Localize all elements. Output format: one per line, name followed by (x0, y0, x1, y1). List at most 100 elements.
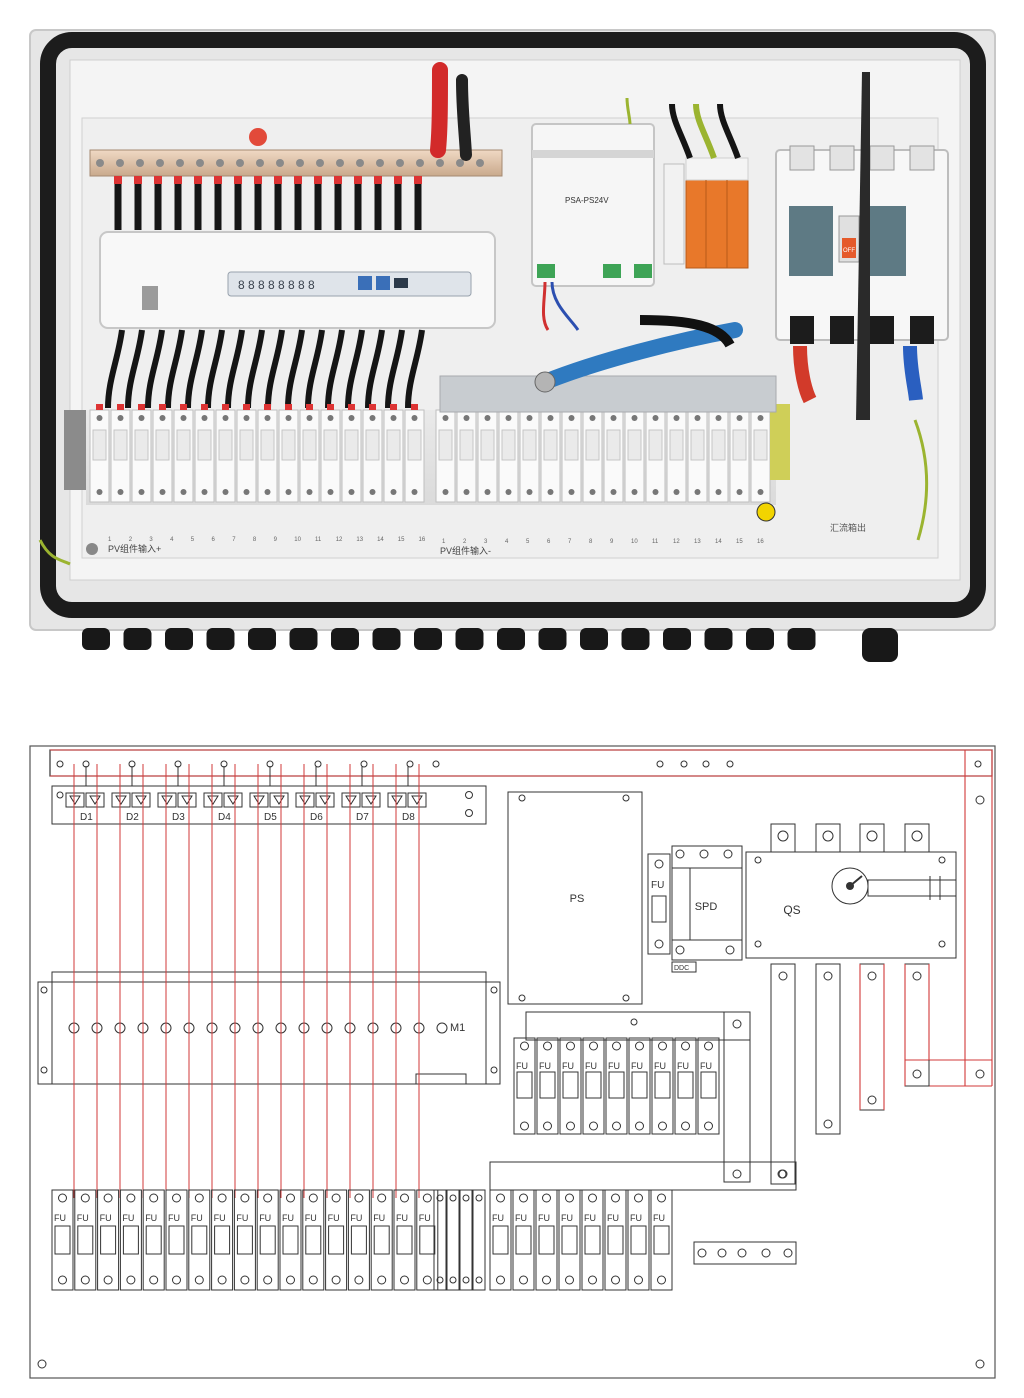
fuse-screw (631, 489, 638, 495)
pos-number: 5 (191, 537, 195, 543)
cable-marker (134, 176, 142, 184)
pe-terminal (770, 404, 790, 480)
fuse-screw (327, 415, 334, 421)
lower-fuse-screw (449, 1194, 457, 1202)
fuse-screw (610, 489, 617, 495)
diode-cell (223, 792, 243, 808)
ground-terminal (64, 410, 86, 490)
diode-symbol (345, 795, 357, 805)
diode-symbol (319, 795, 331, 805)
lower-fuse (650, 1189, 673, 1291)
fuse-window (176, 429, 191, 461)
lower-fuse (302, 1189, 325, 1291)
breaker-top-terminal (869, 145, 895, 171)
fuse-screw (568, 415, 575, 421)
spd-screw (675, 849, 685, 859)
lower-fuse-screw (475, 1276, 483, 1284)
lower-fuse (256, 1189, 279, 1291)
lower-fuse-screw (611, 1193, 620, 1203)
fuse-screw (327, 489, 334, 495)
fuse-window (459, 429, 474, 461)
spd-wire (693, 103, 717, 159)
fuse-screw (736, 489, 743, 495)
frame-hole (732, 1169, 742, 1179)
spd-screw (675, 945, 685, 955)
busbar-hole (912, 971, 922, 981)
fuse-cable (125, 329, 145, 409)
lower-fuse-screw (126, 1193, 136, 1203)
lower-fuse-label: FU (54, 1213, 66, 1223)
lower-fuse (211, 1189, 234, 1291)
busbar-screw (296, 159, 304, 167)
cable-gland (621, 628, 650, 650)
breaker-bottom-terminal (870, 316, 894, 344)
lower-fuse-window (373, 1225, 390, 1255)
upper-fuse-hole (732, 1019, 742, 1029)
fuse-screw (526, 415, 533, 421)
fuse-screw (222, 489, 229, 495)
pos-number: 3 (149, 537, 153, 543)
breaker-top-terminal (909, 145, 935, 171)
busbar-hole (975, 1069, 985, 1079)
lower-fuse-screw (263, 1275, 273, 1285)
fuse-screw (285, 415, 292, 421)
cable-gland (123, 628, 152, 650)
upper-fuse-window (700, 1071, 717, 1099)
lower-fuse-screw (58, 1275, 67, 1285)
fuse-screw (652, 489, 659, 495)
fuse-screw (159, 489, 166, 495)
power-supply-band (532, 150, 654, 158)
spd-wire (669, 103, 693, 159)
lower-fuse-window (561, 1225, 578, 1255)
qs-switch-body (745, 851, 957, 959)
lower-fuse-window (145, 1225, 162, 1255)
fuse-screw (589, 415, 596, 421)
fuse-screw (694, 489, 701, 495)
lower-fuse-screw (475, 1194, 483, 1202)
lower-fuse-screw (308, 1275, 318, 1285)
top-black-cable (456, 74, 472, 161)
pos-number: 14 (377, 537, 384, 543)
fuse-screw (159, 415, 166, 421)
qs-hole (754, 856, 762, 864)
fuse-cable-marker (222, 404, 229, 410)
diode-cell (269, 792, 289, 808)
upper-fuse-screw (658, 1041, 667, 1051)
breaker-bottom-terminal (830, 316, 854, 344)
fuse-screw (442, 415, 449, 421)
busbar-screw (96, 159, 104, 167)
upper-fuse-label: FU (700, 1061, 712, 1071)
lower-fuse-label: FU (607, 1213, 619, 1223)
lower-fuse-window (396, 1225, 413, 1255)
fuse-window (690, 429, 705, 461)
diode-symbol (69, 795, 81, 805)
lower-fuse-screw (496, 1193, 505, 1203)
diode-label: D6 (310, 812, 323, 823)
earth-sticker (756, 502, 776, 522)
lower-fuse (97, 1189, 120, 1291)
strip-hole (314, 760, 322, 768)
terminal-strip-hole (717, 1248, 727, 1258)
upper-fuse (674, 1037, 697, 1135)
lower-fuse-label: FU (282, 1213, 294, 1223)
ps-label: PS (570, 893, 585, 905)
m1-terminal (436, 1022, 448, 1034)
lower-fuse-screw (422, 1193, 432, 1203)
ps-hole (518, 794, 526, 802)
breaker-bottom-terminal (790, 316, 814, 344)
lower-fuse-screw (611, 1275, 620, 1285)
busbar-screw (456, 159, 464, 167)
spd-screw (725, 945, 735, 955)
lower-fuse-screw (286, 1275, 295, 1285)
monitor-m1 (37, 981, 501, 1085)
busbar-screw (116, 159, 124, 167)
cable-marker (314, 176, 322, 184)
cable-marker (154, 176, 162, 184)
lower-fuse-screw (519, 1275, 528, 1285)
lower-fuse-screw (149, 1275, 159, 1285)
fuse-window (302, 429, 317, 461)
upper-fuse-window (677, 1071, 694, 1099)
fuse-screw (411, 489, 418, 495)
lower-fuse-screw (103, 1193, 113, 1203)
